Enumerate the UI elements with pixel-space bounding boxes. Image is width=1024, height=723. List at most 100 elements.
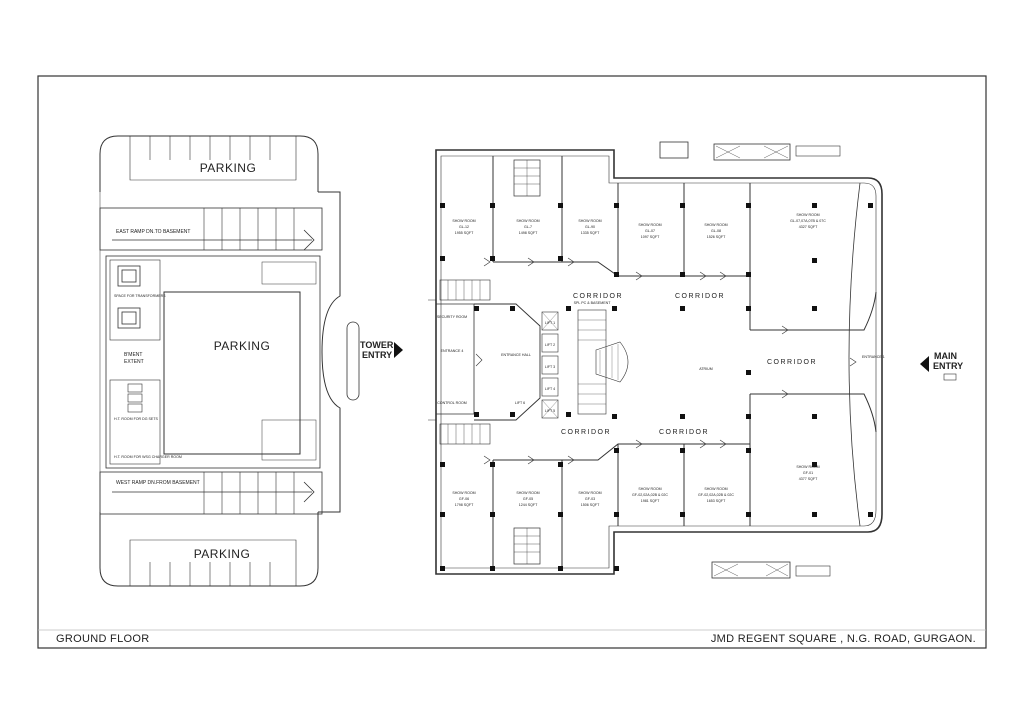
corridor-label-bottom-right: CORRIDOR [659,429,709,436]
east-ramp [99,207,323,251]
bottom-shaft-cross [713,563,789,577]
showroom-bottom-6-area: 4377 SQFT [799,477,818,481]
building-plan [428,141,883,579]
west-ramp-label: WEST RAMP DN.FROM BASEMENT [116,480,200,486]
lift-2-label: LIFT 2 [545,343,555,347]
corridor-label-top-left: CORRIDOR [573,293,623,300]
door-markers [475,257,857,465]
showroom-bottom-3-area: 1506 SQFT [581,503,600,507]
west-ramp [99,471,323,515]
parking-center-label: PARKING [214,339,271,353]
showroom-top-1-code: GL-12 [459,225,469,229]
showroom-top-3-area: 1335 SQFT [581,231,600,235]
main-entry-label-1: MAIN [934,351,957,361]
parking-top-inner [129,136,297,181]
bottom-shaft-box [711,561,791,579]
top-shaft-cross [715,145,789,159]
tower-entry-label-1: TOWER [360,340,394,350]
central-stair-treads [578,319,606,405]
bottom-service-box [795,565,831,577]
service-strip-bottom [261,419,317,461]
showroom-bottom-3-name: SHOW ROOM [578,491,601,495]
stair-west-bottom [439,423,491,445]
tower-entry-label-2: ENTRY [362,350,392,360]
showroom-bottom-3-code: GF-03 [585,497,595,501]
stair-west-bottom-treads [447,424,481,444]
site-parking-area [99,135,360,587]
showroom-top-3-code: GL-90 [585,225,595,229]
parking-top-label: PARKING [200,161,257,175]
parking-bottom-inner [129,539,297,586]
ht-room-label: H.T. ROOM FOR DG SETS [114,417,159,421]
entrance-hall-label: ENTRANCE HALL [501,353,531,357]
building-inner-wall [440,155,877,569]
shaft-note-label: SPL PC & BASEMENT [574,301,612,305]
dg-panels [127,383,143,413]
parking-center-court [163,291,301,455]
corridor-label-bottom-left: CORRIDOR [561,429,611,436]
top-shaft-box [713,143,791,161]
showroom-top-5-name: SHOW ROOM [704,223,727,227]
east-ramp-label: EAST RAMP DN.TO BASEMENT [116,229,190,235]
showroom-top-4-area: 1097 SQFT [641,235,660,239]
showroom-bottom-5-name: SHOW ROOM [704,487,727,491]
showroom-top-6-area: 4327 SQFT [799,225,818,229]
west-ramp-arrow [112,481,315,503]
showroom-bottom-2-name: SHOW ROOM [516,491,539,495]
stair-west-top [439,279,491,301]
showroom-bottom-4-area: 1981 SQFT [641,499,660,503]
transformer-label: SPACE FOR TRANSFORMERS [114,294,166,298]
west-ramp-steps [203,472,295,514]
top-showroom-labels: SHOW ROOM GL-12 1955 SQFT SHOW ROOM GL-7 1498… [452,213,826,239]
showroom-bottom-2-area: 1244 SQFT [519,503,538,507]
main-entry-sign-icon [943,373,957,381]
showroom-bottom-6-code: GF-01 [803,471,813,475]
atrium-label: ATRIUM [699,367,713,371]
main-entrance-arc [848,182,861,527]
transformer-icons [117,265,141,329]
showroom-bottom-4-name: SHOW ROOM [638,487,661,491]
basement-extent-block [105,255,321,469]
showroom-top-6-name: SHOW ROOM [796,213,819,217]
central-stair [577,309,607,415]
showroom-bottom-4-code: GF-02,02A,02B & 02C [632,493,668,497]
entrance-4-label: ENTRANCE 4 [441,349,464,353]
showroom-bottom-1-code: GF-06 [459,497,469,501]
showroom-top-5-area: 1526 SQFT [707,235,726,239]
entrance-hall-wall [474,303,541,421]
corridor-label-top-right: CORRIDOR [675,293,725,300]
stair-core-bottom-treads [514,528,540,564]
parking-bottom-label: PARKING [194,547,251,561]
top-stair-box-1 [659,141,689,159]
showroom-bottom-5-area: 1653 SQFT [707,499,726,503]
control-room-label: CONTROL ROOM [437,401,467,405]
lift-5-label: LIFT 5 [545,409,555,413]
showroom-top-3-name: SHOW ROOM [578,219,601,223]
main-entry-label-2: ENTRY [933,361,963,371]
atrium-feature-treads [599,344,619,380]
stair-core-top-treads [514,160,540,196]
parking-top-stalls [149,136,271,160]
structural-columns [440,203,873,571]
security-room-label: SECURITY ROOM [437,315,467,319]
bment-extent-label-1: B'MENT [124,352,142,358]
showroom-top-2-code: GL-7 [524,225,532,229]
parking-bottom-outline [99,512,319,587]
showroom-top-4-name: SHOW ROOM [638,223,661,227]
west-entrance-recess [428,299,437,421]
entrance-lobby-left [436,303,475,415]
ht-room [109,379,161,465]
building-outer-wall [435,149,883,575]
showroom-bottom-5-code: GF-02,02A,02B & 02C [698,493,734,497]
tower-entry-arrow-icon [394,342,403,358]
showroom-bottom-1-area: 1798 SQFT [455,503,474,507]
showroom-top-1-area: 1955 SQFT [455,231,474,235]
atrium-feature-stair [595,341,629,383]
showroom-top-2-area: 1498 SQFT [519,231,538,235]
lift-bank [541,311,559,419]
lift-6-label: LIFT 6 [515,401,525,405]
service-strip-top [261,261,317,285]
east-ramp-steps [203,208,295,250]
tower-entry-gate [346,321,360,401]
